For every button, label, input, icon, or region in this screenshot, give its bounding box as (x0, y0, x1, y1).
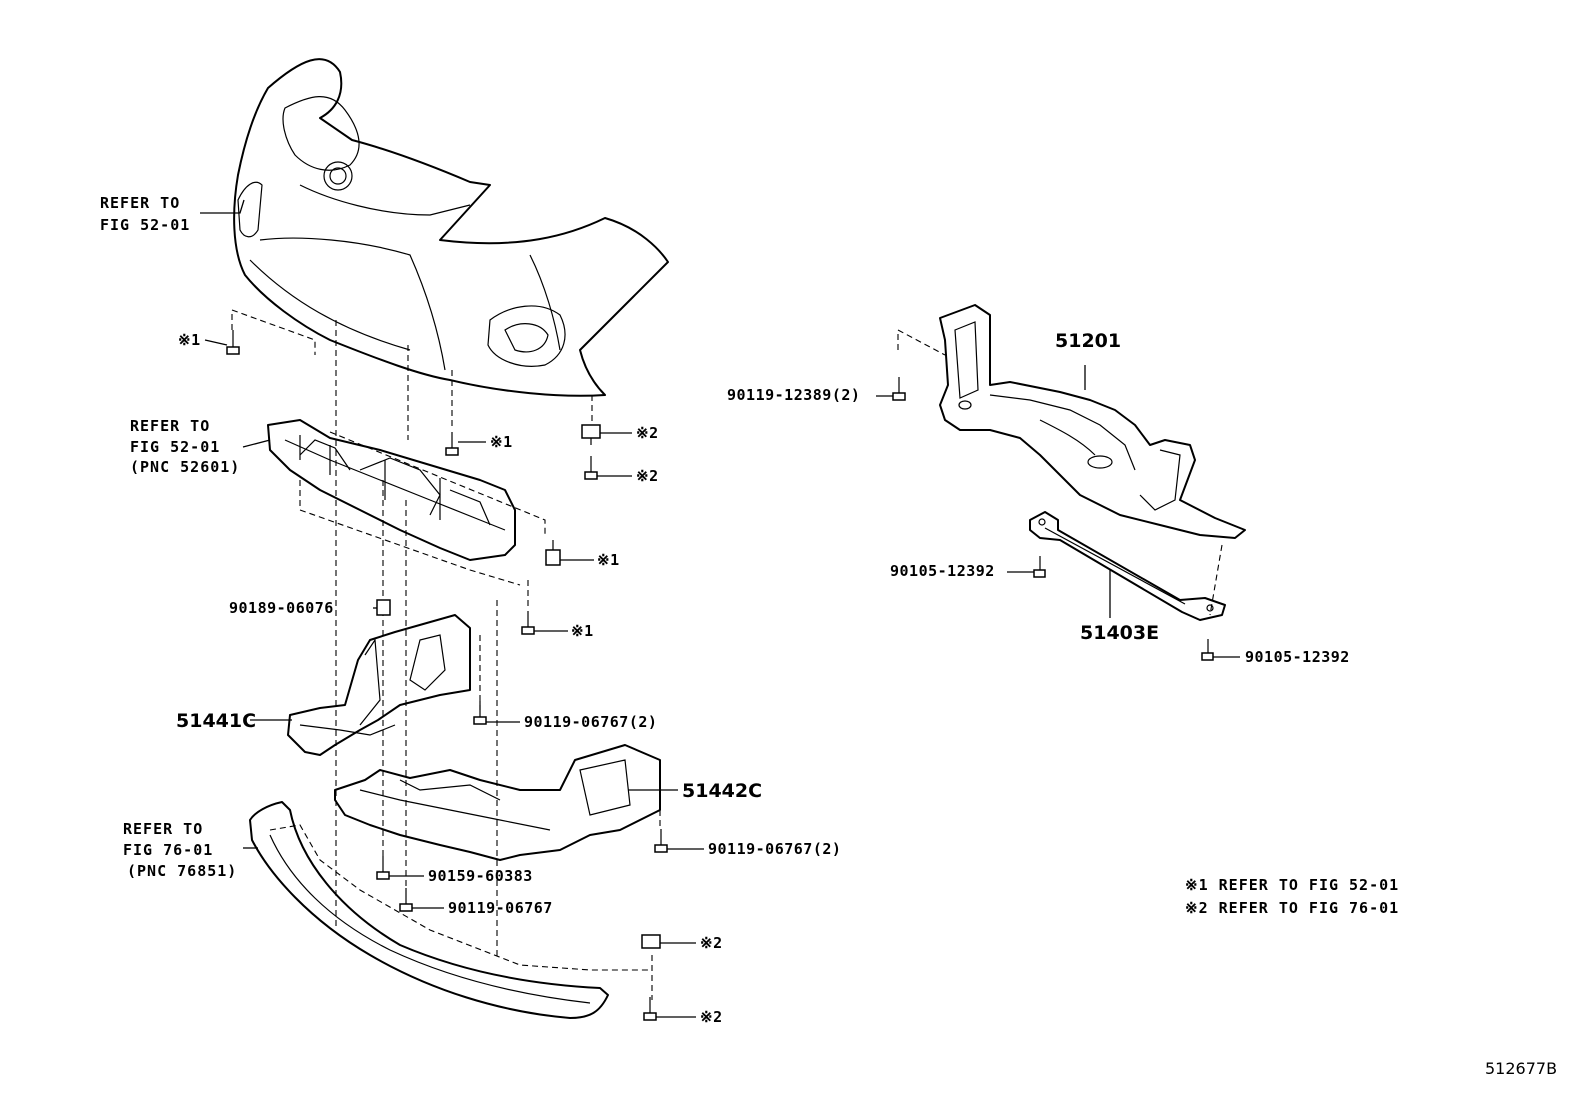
clip-icon (581, 424, 601, 445)
bolt-icon (473, 701, 487, 725)
part-90119-06767: 90119-06767 (448, 899, 553, 917)
part-90105-12392-a: 90105-12392 (890, 562, 995, 580)
fastener-bolts (226, 330, 1214, 1021)
fastener-leaders (204, 339, 1240, 1018)
refer-spoiler-line2: FIG 76-01 (123, 841, 213, 859)
ref-mark-1: ※1 (178, 331, 201, 349)
ref-mark-2: ※2 (700, 1008, 723, 1026)
part-51441c: 51441C (176, 710, 256, 732)
part-90189-06076: 90189-06076 (229, 599, 334, 617)
clip-icon (376, 599, 391, 616)
ref-mark-2: ※2 (636, 467, 659, 485)
part-90105-12392-b: 90105-12392 (1245, 648, 1350, 666)
engine-under-cover-51441c (287, 614, 471, 756)
refer-leader-bracket (242, 439, 271, 448)
bolt-icon (445, 432, 459, 456)
bolt-icon (399, 888, 413, 912)
bolt-icon (584, 456, 598, 480)
assembly-dash-lines (231, 309, 661, 1000)
ref-mark-1: ※1 (490, 433, 513, 451)
bolt-icon (892, 377, 906, 401)
ref-mark-2: ※2 (636, 424, 659, 442)
refer-bracket-line3: (PNC 52601) (130, 458, 240, 476)
refer-spoiler-line1: REFER TO (123, 820, 203, 838)
refer-leader-bumper (200, 199, 245, 214)
front-bumper-cover (233, 58, 669, 397)
clip-icon (545, 540, 561, 566)
refer-spoiler-line3: (PNC 76851) (127, 862, 237, 880)
bolt-icon (226, 330, 240, 355)
refer-bracket-line2: FIG 52-01 (130, 438, 220, 456)
part-90119-12389: 90119-12389(2) (727, 386, 860, 404)
lower-spoiler (249, 801, 609, 1019)
bolt-icon (521, 611, 535, 635)
refer-label-line1: REFER TO (100, 194, 180, 212)
engine-under-cover-51442c (334, 744, 661, 861)
crossmember-51201 (939, 304, 1246, 539)
part-51403e: 51403E (1080, 622, 1159, 644)
part-90119-06767-2a: 90119-06767(2) (524, 713, 657, 731)
bolt-icon (1201, 639, 1214, 661)
refer-bracket-line1: REFER TO (130, 417, 210, 435)
refer-label-line2: FIG 52-01 (100, 216, 190, 234)
part-90119-06767-2b: 90119-06767(2) (708, 840, 841, 858)
ref-mark-1: ※1 (597, 551, 620, 569)
brace-51403e (1029, 511, 1226, 621)
bolt-icon (376, 856, 390, 880)
clip-icon (641, 934, 661, 949)
bolt-icon (1033, 556, 1046, 578)
bolt-icon (643, 997, 657, 1021)
part-51201: 51201 (1055, 330, 1121, 352)
ref-mark-1: ※1 (571, 622, 594, 640)
legend-note-1: ※1 REFER TO FIG 52-01 (1185, 876, 1399, 894)
crossmember-dashes (897, 329, 1223, 616)
bracket-dashes (299, 431, 546, 586)
legend-note-2: ※2 REFER TO FIG 76-01 (1185, 899, 1399, 917)
ref-mark-2: ※2 (700, 934, 723, 952)
part-90159-60383: 90159-60383 (428, 867, 533, 885)
bolt-icon (654, 829, 668, 853)
figure-id: 512677B (1485, 1059, 1557, 1078)
part-51442c: 51442C (682, 780, 762, 802)
bumper-reinforcement-bracket (267, 419, 516, 561)
